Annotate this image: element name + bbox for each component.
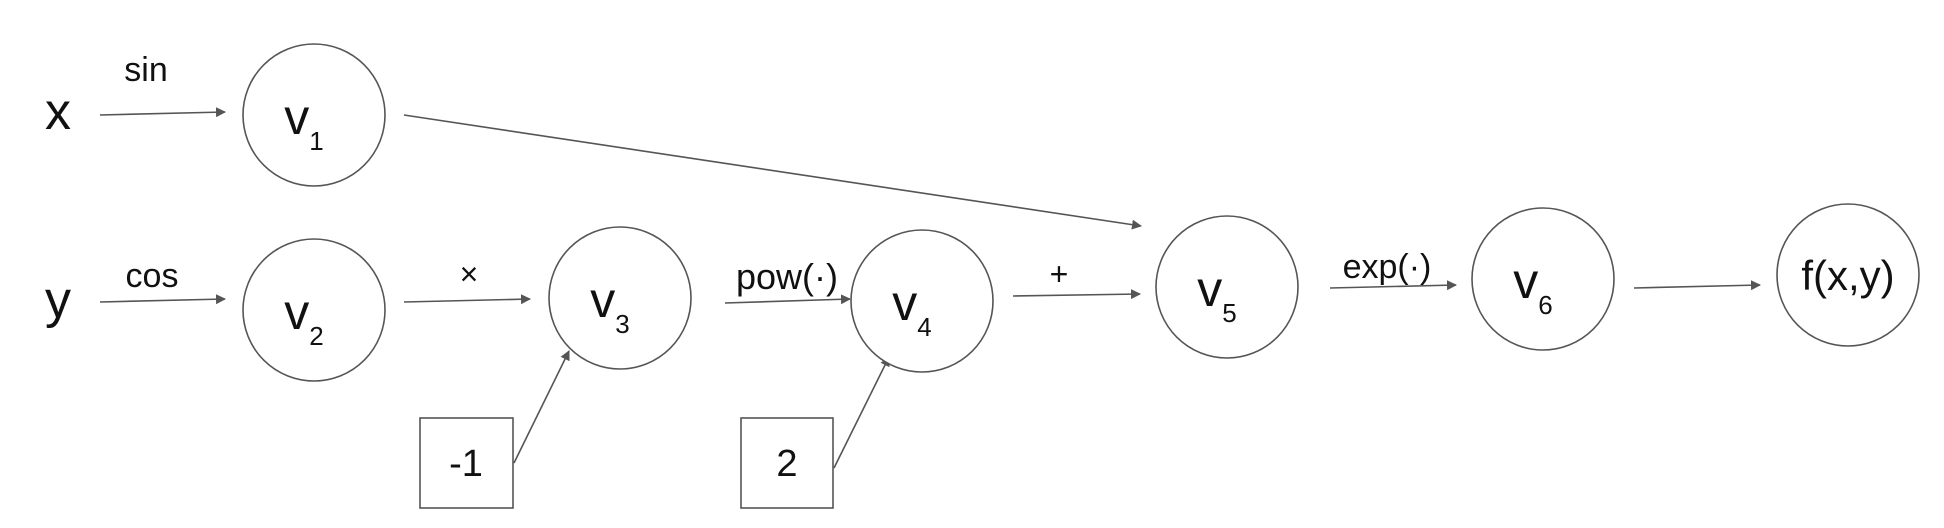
- input-x-label: x: [45, 83, 71, 141]
- node-v3-main: v: [590, 272, 615, 328]
- node-output: f(x,y): [1776, 203, 1920, 347]
- constant-neg1: -1: [419, 417, 514, 509]
- edge-y-to-v2: [99, 294, 226, 305]
- svg-text:v1: v1: [284, 89, 323, 156]
- edge-const-neg1-to-v3: [513, 350, 570, 464]
- svg-text:v2: v2: [284, 284, 323, 351]
- op-sin-label: sin: [124, 51, 167, 89]
- op-exp-label: exp(·): [1343, 248, 1432, 286]
- op-cos-label: cos: [126, 257, 179, 295]
- node-v6: v6: [1471, 207, 1615, 351]
- edge-v6-to-output: [1633, 280, 1761, 291]
- node-v4: v4: [850, 229, 994, 373]
- node-v1-sub: 1: [309, 126, 323, 156]
- op-times-label: ×: [460, 256, 479, 292]
- node-v6-main: v: [1513, 253, 1538, 309]
- node-v5: v5: [1155, 215, 1299, 359]
- edge-v4-to-v5: [1012, 289, 1141, 300]
- svg-text:v5: v5: [1197, 261, 1236, 328]
- edge-x-to-v1: [99, 107, 226, 118]
- edge-v5-to-v6: [1329, 280, 1457, 291]
- node-v3: v3: [548, 226, 692, 370]
- input-y-label: y: [45, 271, 71, 329]
- svg-text:v4: v4: [892, 275, 931, 342]
- edge-v3-to-v4: [724, 294, 851, 305]
- constant-2: 2: [740, 417, 834, 509]
- constant-neg1-label: -1: [449, 443, 483, 485]
- node-v1: v1: [242, 43, 386, 187]
- constant-2-label: 2: [776, 443, 797, 485]
- node-v3-sub: 3: [615, 309, 629, 339]
- node-v5-main: v: [1197, 261, 1222, 317]
- node-v2-main: v: [284, 284, 309, 340]
- node-v5-sub: 5: [1222, 298, 1236, 328]
- node-v4-sub: 4: [917, 312, 931, 342]
- node-v2: v2: [242, 238, 386, 382]
- node-v4-main: v: [892, 275, 917, 331]
- node-v1-main: v: [284, 89, 309, 145]
- op-pow-label: pow(·): [736, 256, 838, 297]
- edge-const-2-to-v4: [833, 356, 890, 469]
- svg-text:v3: v3: [590, 272, 629, 339]
- svg-text:v6: v6: [1513, 253, 1552, 320]
- node-v6-sub: 6: [1538, 290, 1552, 320]
- edge-v1-to-v5: [403, 114, 1142, 230]
- node-output-label: f(x,y): [1801, 252, 1894, 299]
- op-plus-label: +: [1050, 256, 1069, 292]
- edge-v2-to-v3: [403, 294, 531, 305]
- node-v2-sub: 2: [309, 321, 323, 351]
